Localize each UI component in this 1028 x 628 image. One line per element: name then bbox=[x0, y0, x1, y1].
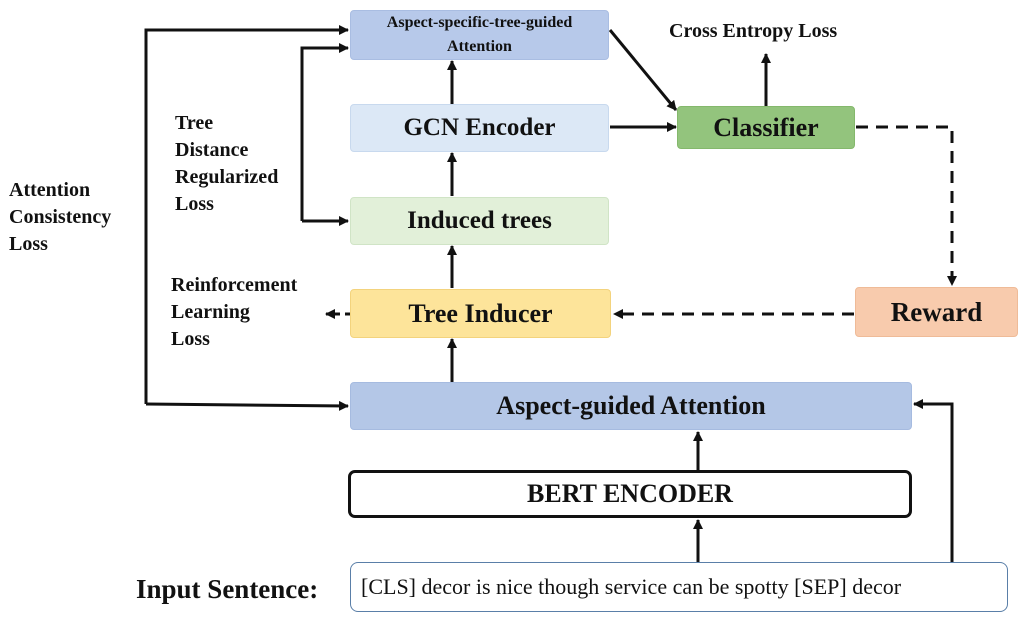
attention-consistency-loss-label: Attention Consistency Loss bbox=[9, 177, 111, 258]
tree-distance-loss-label: Tree Distance Regularized Loss bbox=[175, 110, 278, 218]
tree-inducer-node: Tree Inducer bbox=[350, 289, 611, 338]
arrow-aspect-to-attention bbox=[913, 399, 954, 562]
reward-node: Reward bbox=[855, 287, 1018, 337]
arrow-tree-attention-to-classifier bbox=[608, 29, 678, 111]
cross-entropy-loss-label: Cross Entropy Loss bbox=[669, 20, 838, 42]
node-title-line2: Attention bbox=[447, 38, 512, 55]
input-sentence-text: [CLS] decor is nice though service can b… bbox=[361, 574, 902, 599]
attention-consistency-line1: Attention bbox=[9, 179, 91, 201]
input-sentence-box: [CLS] decor is nice though service can b… bbox=[350, 562, 1008, 612]
tree-inducer-label: Tree Inducer bbox=[408, 298, 553, 328]
reinforcement-learning-line2: Learning bbox=[171, 301, 250, 323]
reinforcement-learning-loss-label: Reinforcement Learning Loss bbox=[171, 272, 297, 353]
classifier-label: Classifier bbox=[713, 112, 819, 142]
tree-distance-line3: Regularized bbox=[175, 166, 279, 188]
arrow-consistency-to-attention bbox=[145, 400, 349, 411]
gcn-encoder-label: GCN Encoder bbox=[403, 114, 556, 141]
arrow-classifier-to-reward bbox=[856, 125, 957, 286]
tree-distance-line1: Tree bbox=[175, 112, 214, 134]
attention-consistency-line2: Consistency bbox=[9, 206, 112, 228]
reinforcement-learning-line3: Loss bbox=[171, 328, 210, 350]
tree-distance-line4: Loss bbox=[175, 193, 214, 215]
arrow-distance-to-tree-attention bbox=[300, 43, 349, 221]
reward-label: Reward bbox=[890, 296, 983, 327]
aspect-guided-attention-node: Aspect-guided Attention bbox=[350, 382, 912, 430]
reinforcement-learning-line1: Reinforcement bbox=[171, 274, 298, 296]
tree-distance-line2: Distance bbox=[175, 139, 249, 161]
induced-trees-label: Induced trees bbox=[407, 207, 552, 234]
aspect-specific-tree-guided-attention-node: Aspect-specific-tree-guided Attention bbox=[350, 10, 609, 60]
bert-encoder-node: BERT ENCODER bbox=[348, 470, 912, 518]
attention-consistency-line3: Loss bbox=[9, 233, 48, 255]
input-sentence-label: Input Sentence: bbox=[136, 574, 319, 604]
induced-trees-node: Induced trees bbox=[350, 197, 609, 245]
arrow-consistency-to-tree-attention bbox=[144, 25, 349, 404]
gcn-encoder-node: GCN Encoder bbox=[350, 104, 609, 152]
bert-encoder-label: BERT ENCODER bbox=[527, 479, 733, 508]
classifier-node: Classifier bbox=[677, 106, 855, 149]
node-title-line1: Aspect-specific-tree-guided bbox=[386, 14, 573, 31]
aspect-guided-attention-label: Aspect-guided Attention bbox=[496, 391, 766, 420]
